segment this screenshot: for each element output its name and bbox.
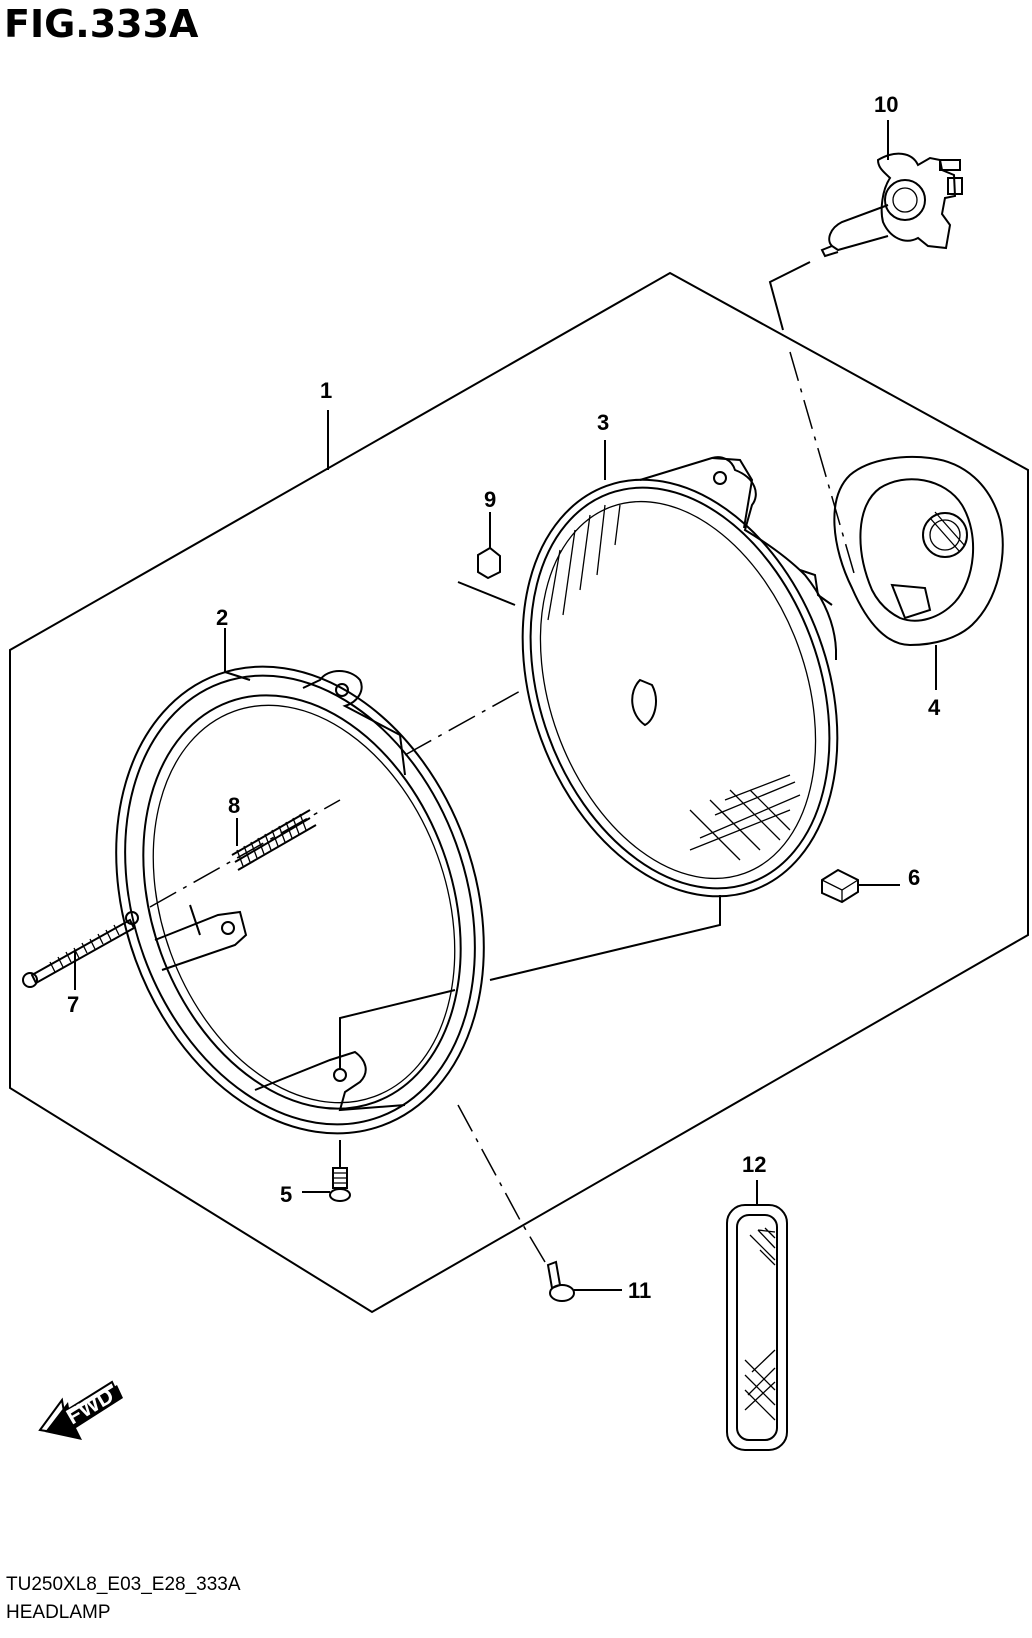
fwd-arrow: FWD	[38, 1380, 123, 1440]
figure-title: FIG.333A	[4, 2, 199, 46]
assembly-outline	[9, 271, 1029, 1314]
headlamp-unit[interactable]	[467, 435, 892, 940]
guide-bulb-2	[789, 351, 857, 581]
callout-8[interactable]: 8	[228, 793, 240, 818]
callout-10[interactable]: 10	[874, 92, 898, 117]
headlamp-rim[interactable]	[53, 615, 546, 1186]
reflector[interactable]	[726, 1180, 788, 1451]
bulb[interactable]	[820, 120, 963, 258]
guide-rim-lens	[404, 689, 523, 756]
nut-6[interactable]	[821, 868, 900, 904]
guide-spring	[149, 799, 341, 908]
screw-11[interactable]	[546, 1260, 622, 1302]
callout-9[interactable]: 9	[484, 487, 496, 512]
figure-name: HEADLAMP	[6, 1602, 111, 1623]
figure-code: TU250XL8_E03_E28_333A	[6, 1574, 241, 1595]
screw-5[interactable]	[302, 1140, 351, 1202]
guide-11	[457, 1104, 546, 1263]
guide-screw-5	[339, 989, 456, 1070]
callout-2[interactable]: 2	[216, 605, 228, 630]
spring[interactable]	[231, 809, 317, 871]
nut-9[interactable]	[457, 512, 516, 606]
long-screw[interactable]	[22, 911, 139, 990]
guide-lens-bottom	[489, 895, 721, 981]
socket-cover[interactable]	[833, 455, 1004, 690]
callout-1[interactable]: 1	[320, 378, 332, 403]
callout-4[interactable]: 4	[928, 695, 941, 720]
callout-3[interactable]: 3	[597, 410, 609, 435]
callout-6[interactable]: 6	[908, 865, 920, 890]
callout-5[interactable]: 5	[280, 1182, 292, 1207]
callout-12[interactable]: 12	[742, 1152, 766, 1177]
guide-bulb	[768, 261, 811, 331]
callout-11[interactable]: 11	[628, 1278, 651, 1303]
callout-7[interactable]: 7	[67, 992, 79, 1017]
